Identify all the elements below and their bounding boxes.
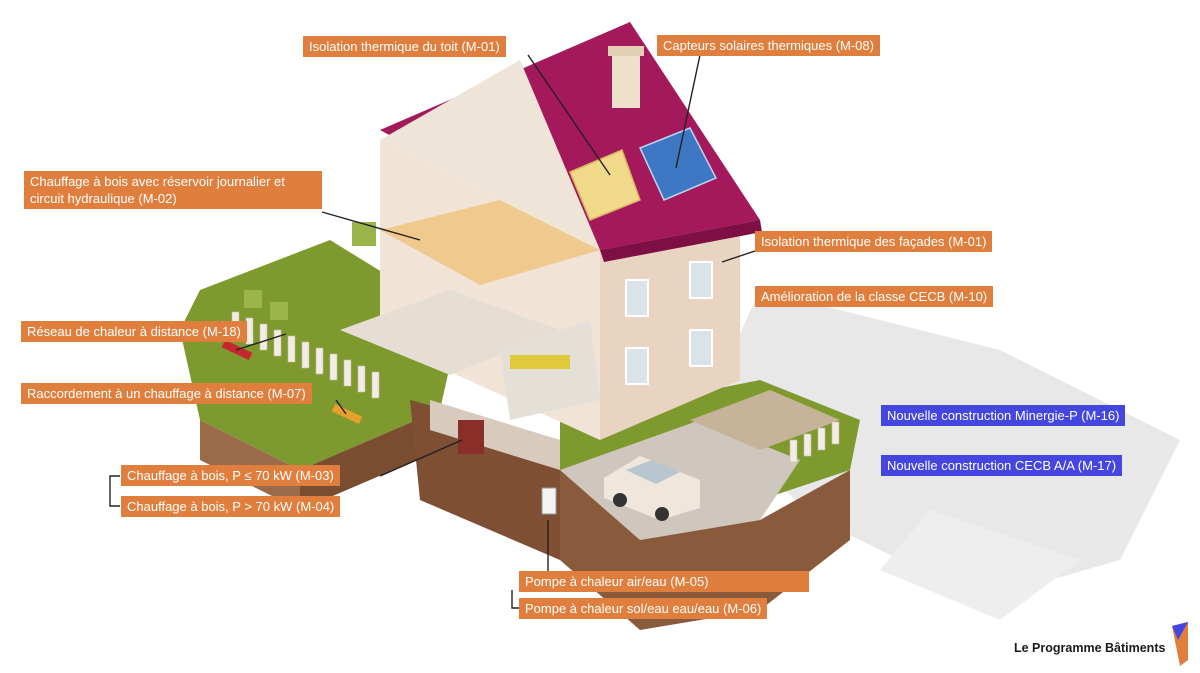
district-pipe-orange <box>331 404 363 424</box>
label-heat-pump-ground: Pompe à chaleur sol/eau eau/eau (M-06) <box>519 598 768 619</box>
logo-text: Le Programme Bâtiments <box>1014 641 1166 655</box>
logo: Le Programme Bâtiments <box>1014 638 1194 668</box>
heat-pump-unit <box>541 487 557 515</box>
basement-floor <box>430 400 560 470</box>
chimney-top <box>608 46 644 56</box>
roof-insulation <box>569 149 641 221</box>
label-wood-large: Chauffage à bois, P > 70 kW (M-04) <box>121 496 341 517</box>
ground-shadow-far <box>880 510 1080 620</box>
label-solar-collectors: Capteurs solaires thermiques (M-08) <box>657 35 880 56</box>
kitchen-cabinet <box>510 355 570 369</box>
hedge-cube <box>352 222 376 246</box>
label-facade-insulation: Isolation thermique des façades (M-01) <box>755 231 993 252</box>
hedge-cube <box>270 302 288 320</box>
upper-floor <box>380 200 600 285</box>
roof-gable <box>380 60 600 250</box>
label-district-network: Réseau de chaleur à distance (M-18) <box>21 321 247 342</box>
label-roof-insulation: Isolation thermique du toit (M-01) <box>303 36 506 57</box>
label-minergie: Nouvelle construction Minergie-P (M-16) <box>881 405 1126 426</box>
roof-edge <box>600 220 762 262</box>
wood-boiler <box>458 420 484 454</box>
windows <box>625 261 713 385</box>
kitchen <box>500 320 600 420</box>
label-heat-pump-air: Pompe à chaleur air/eau (M-05) <box>519 571 809 592</box>
chimney <box>612 52 640 108</box>
label-wood-heating-tank: Chauffage à bois avec réservoir journali… <box>24 171 322 209</box>
logo-mark-accent <box>1172 622 1188 640</box>
solar-panel <box>638 127 718 201</box>
label-wood-small: Chauffage à bois, P ≤ 70 kW (M-03) <box>121 465 340 486</box>
label-district-connection: Raccordement à un chauffage à distance (… <box>21 383 312 404</box>
middle-floor <box>340 290 560 375</box>
ground-shadow <box>700 290 1180 600</box>
label-cecb-new: Nouvelle construction CECB A/A (M-17) <box>881 455 1123 476</box>
patio <box>690 390 840 450</box>
car <box>604 456 700 521</box>
hedge-cube <box>244 290 262 308</box>
fence-right <box>789 421 840 463</box>
label-cecb-improvement: Amélioration de la classe CECB (M-10) <box>755 286 994 307</box>
